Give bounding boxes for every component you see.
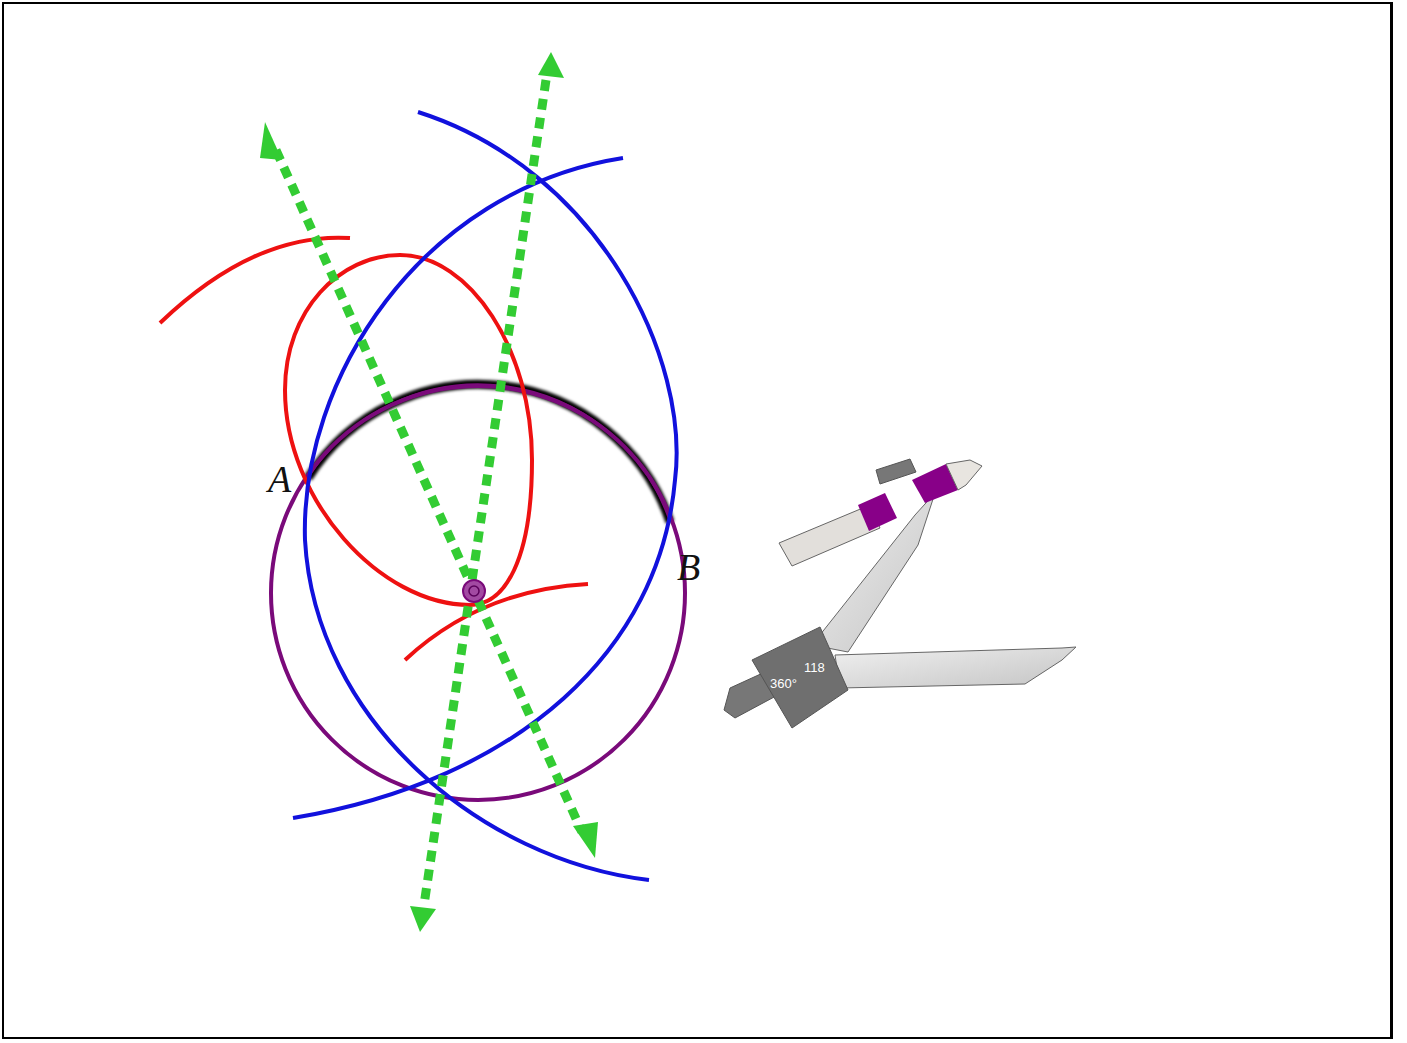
compass-illustration — [724, 459, 1076, 728]
arc-ab-overlay — [308, 384, 670, 522]
purple-circle — [271, 386, 685, 800]
dial-reading: 118 — [804, 661, 825, 674]
perpendicular-bisector — [260, 122, 598, 858]
point-label: B — [677, 548, 700, 586]
center-point — [463, 580, 485, 602]
red-arc — [405, 584, 588, 660]
point-label: A — [268, 460, 291, 498]
dial-reading: 360° — [770, 677, 797, 690]
perpendicular-bisector — [410, 52, 564, 932]
red-arc — [160, 238, 350, 323]
arc-ab — [308, 384, 670, 522]
